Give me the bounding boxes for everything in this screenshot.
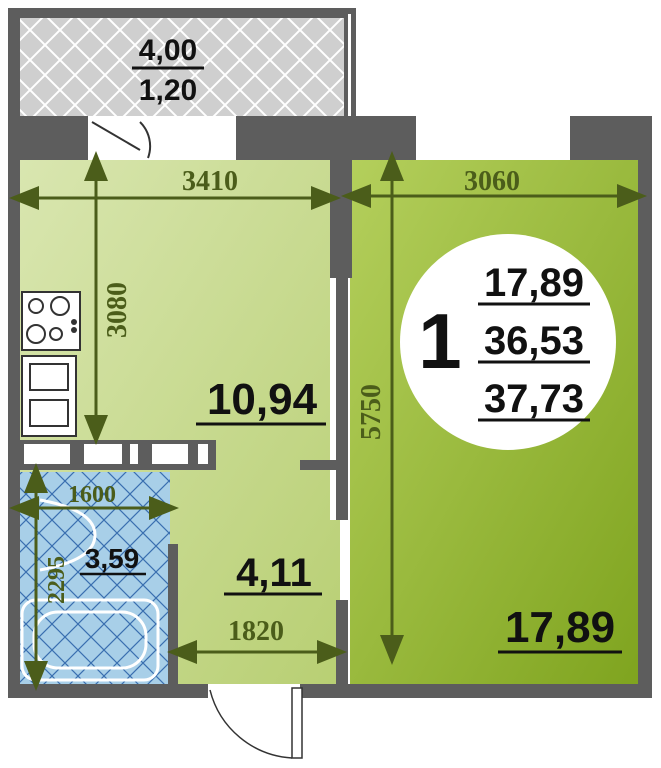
wall-left xyxy=(8,116,20,696)
bath-depth-label: 2295 xyxy=(44,556,70,604)
balcony-area-top: 4,00 xyxy=(139,34,197,67)
wall-bottom-right xyxy=(300,684,652,698)
balcony-floor xyxy=(18,14,348,116)
partition xyxy=(336,600,348,684)
door-swing xyxy=(209,689,293,759)
kitchen-depth-label: 3080 xyxy=(102,282,133,338)
burner xyxy=(49,327,63,341)
burner xyxy=(50,296,70,316)
cabinet xyxy=(24,444,70,464)
sink-bowl xyxy=(29,363,69,391)
stove xyxy=(21,291,81,351)
outer-walls xyxy=(8,116,652,698)
bathroom-area: 3,59 xyxy=(85,543,140,574)
hall-area: 4,11 xyxy=(236,551,312,595)
cabinet xyxy=(130,444,138,464)
summary-badge: 1 17,89 36,53 37,73 xyxy=(400,234,616,450)
cabinet xyxy=(198,444,208,464)
wall-segment xyxy=(8,116,88,160)
window xyxy=(418,128,568,132)
balcony xyxy=(8,8,356,118)
balcony-area-bottom: 1,20 xyxy=(139,74,197,107)
bath-width-label: 1600 xyxy=(68,482,116,508)
room-area: 17,89 xyxy=(505,603,615,652)
wall-bottom-left xyxy=(8,684,208,698)
wall-segment xyxy=(236,116,416,160)
burner xyxy=(26,324,46,344)
partition xyxy=(168,544,178,684)
summary-circle xyxy=(400,234,616,450)
balcony-glazing xyxy=(348,14,351,116)
window xyxy=(418,142,568,146)
summary-living-area: 17,89 xyxy=(484,261,584,305)
room-width-label: 3060 xyxy=(464,166,520,197)
window xyxy=(148,122,234,126)
inner-walls xyxy=(20,160,352,684)
sink-bowl xyxy=(29,399,69,427)
room-depth-label: 5750 xyxy=(356,384,387,440)
cabinet xyxy=(84,444,122,464)
door-swing xyxy=(91,121,152,159)
door-opening xyxy=(208,684,300,698)
knob xyxy=(71,327,77,333)
kitchen-area: 10,94 xyxy=(207,375,318,424)
kitchen-width-label: 3410 xyxy=(182,166,238,197)
partition xyxy=(300,460,338,470)
partition xyxy=(330,160,352,278)
partition xyxy=(336,278,348,520)
dimension-lines xyxy=(8,151,647,691)
balcony-door[interactable] xyxy=(88,116,152,160)
knob xyxy=(71,319,77,325)
balcony-wall-left xyxy=(8,8,20,118)
wall-right xyxy=(638,116,652,696)
entrance-door[interactable] xyxy=(208,684,303,759)
room-count: 1 xyxy=(418,297,461,385)
kitchen-sink xyxy=(21,355,77,437)
burner xyxy=(28,298,44,314)
tub-outline xyxy=(20,598,160,682)
summary-total-with-balcony: 37,73 xyxy=(484,377,584,421)
balcony-wall-top xyxy=(8,8,356,18)
door-leaf xyxy=(291,687,303,759)
hall-width-label: 1820 xyxy=(228,616,284,647)
cabinet xyxy=(152,444,188,464)
summary-total-area: 36,53 xyxy=(484,319,584,363)
